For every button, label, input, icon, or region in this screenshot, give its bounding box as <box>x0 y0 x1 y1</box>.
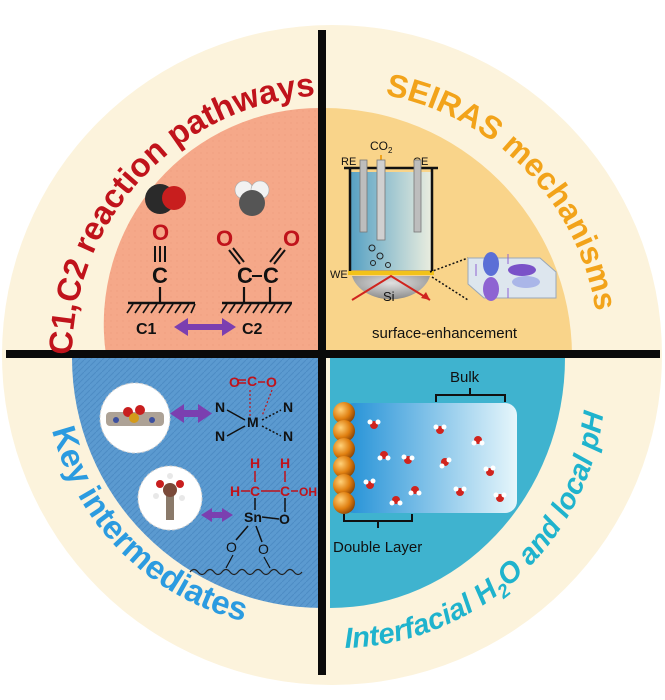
svg-text:O: O <box>283 226 300 251</box>
co2-label: CO2 <box>370 139 393 155</box>
intermediate-2-model <box>137 465 203 531</box>
c2o2-molecule-model <box>234 180 270 216</box>
bulk-label: Bulk <box>450 369 480 386</box>
quadrant-top-left-fill <box>103 107 322 355</box>
c1-c2-double-arrow <box>174 318 236 336</box>
intermediate-2-double-arrow <box>201 508 233 522</box>
svg-text:H: H <box>250 455 260 471</box>
svg-text:Si: Si <box>383 289 395 304</box>
svg-text:H: H <box>280 455 290 471</box>
bulk-bracket <box>435 388 506 402</box>
svg-text:O: O <box>279 511 290 527</box>
svg-text:O: O <box>226 539 237 555</box>
svg-text:C: C <box>152 263 168 288</box>
svg-text:N: N <box>215 428 225 444</box>
svg-text:OH: OH <box>299 485 317 499</box>
svg-text:WE: WE <box>330 269 348 281</box>
svg-text:C: C <box>237 263 253 288</box>
svg-text:O: O <box>258 541 269 557</box>
interface-box: Bulk Double Layer <box>333 369 517 556</box>
svg-text:O: O <box>216 226 233 251</box>
co-molecule-model <box>145 184 186 214</box>
svg-text:RE: RE <box>341 156 356 168</box>
svg-text:C: C <box>247 373 257 389</box>
c2-label: C2 <box>242 321 263 338</box>
water-molecules <box>363 419 507 506</box>
sn-hydroxy-structure: H H H C C OH Sn O O O <box>189 455 317 576</box>
surface-enhancement-label: surface-enhancement <box>372 325 518 342</box>
svg-text:M: M <box>247 414 259 430</box>
svg-text:Sn: Sn <box>244 509 262 525</box>
intermediate-1-model <box>99 382 171 454</box>
double-layer-label: Double Layer <box>333 539 422 556</box>
svg-text:O: O <box>229 374 240 390</box>
svg-text:O: O <box>266 374 277 390</box>
svg-text:O: O <box>152 220 169 245</box>
svg-text:N: N <box>283 399 293 415</box>
svg-text:C: C <box>280 483 290 499</box>
svg-text:C: C <box>250 483 260 499</box>
intermediate-1-double-arrow <box>170 404 212 423</box>
double-layer-bracket <box>343 514 413 528</box>
svg-text:H: H <box>230 483 240 499</box>
seiras-cell: CO2 RE CE WE Si <box>330 139 557 342</box>
horizontal-divider <box>6 350 660 358</box>
c1-structure: O C C1 <box>126 220 196 338</box>
c1-label: C1 <box>136 321 157 338</box>
c2-structure: O O C C C2 <box>216 226 300 338</box>
double-layer-electrode <box>333 402 355 514</box>
svg-text:N: N <box>283 428 293 444</box>
svg-text:C: C <box>263 263 279 288</box>
svg-text:N: N <box>215 399 225 415</box>
m-n4-co2-structure: O C O N N M N N <box>215 373 293 444</box>
